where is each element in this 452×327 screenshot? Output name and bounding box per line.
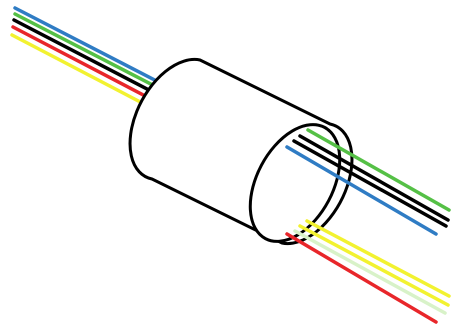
output-wire-bundle-upper <box>285 128 451 236</box>
input-wire-green <box>13 12 178 99</box>
output-wire-green <box>306 128 451 212</box>
output-wire-red <box>285 232 438 324</box>
output-wire-black-1 <box>298 134 450 222</box>
output-wire-yellow-2 <box>298 224 450 307</box>
input-wire-blue <box>13 6 178 93</box>
output-wire-blue <box>285 145 438 236</box>
output-wire-bundle-lower <box>285 219 451 324</box>
output-wire-yellow-1 <box>305 219 451 298</box>
output-wire-black-2 <box>292 139 448 228</box>
output-wire-light-green <box>293 229 447 315</box>
